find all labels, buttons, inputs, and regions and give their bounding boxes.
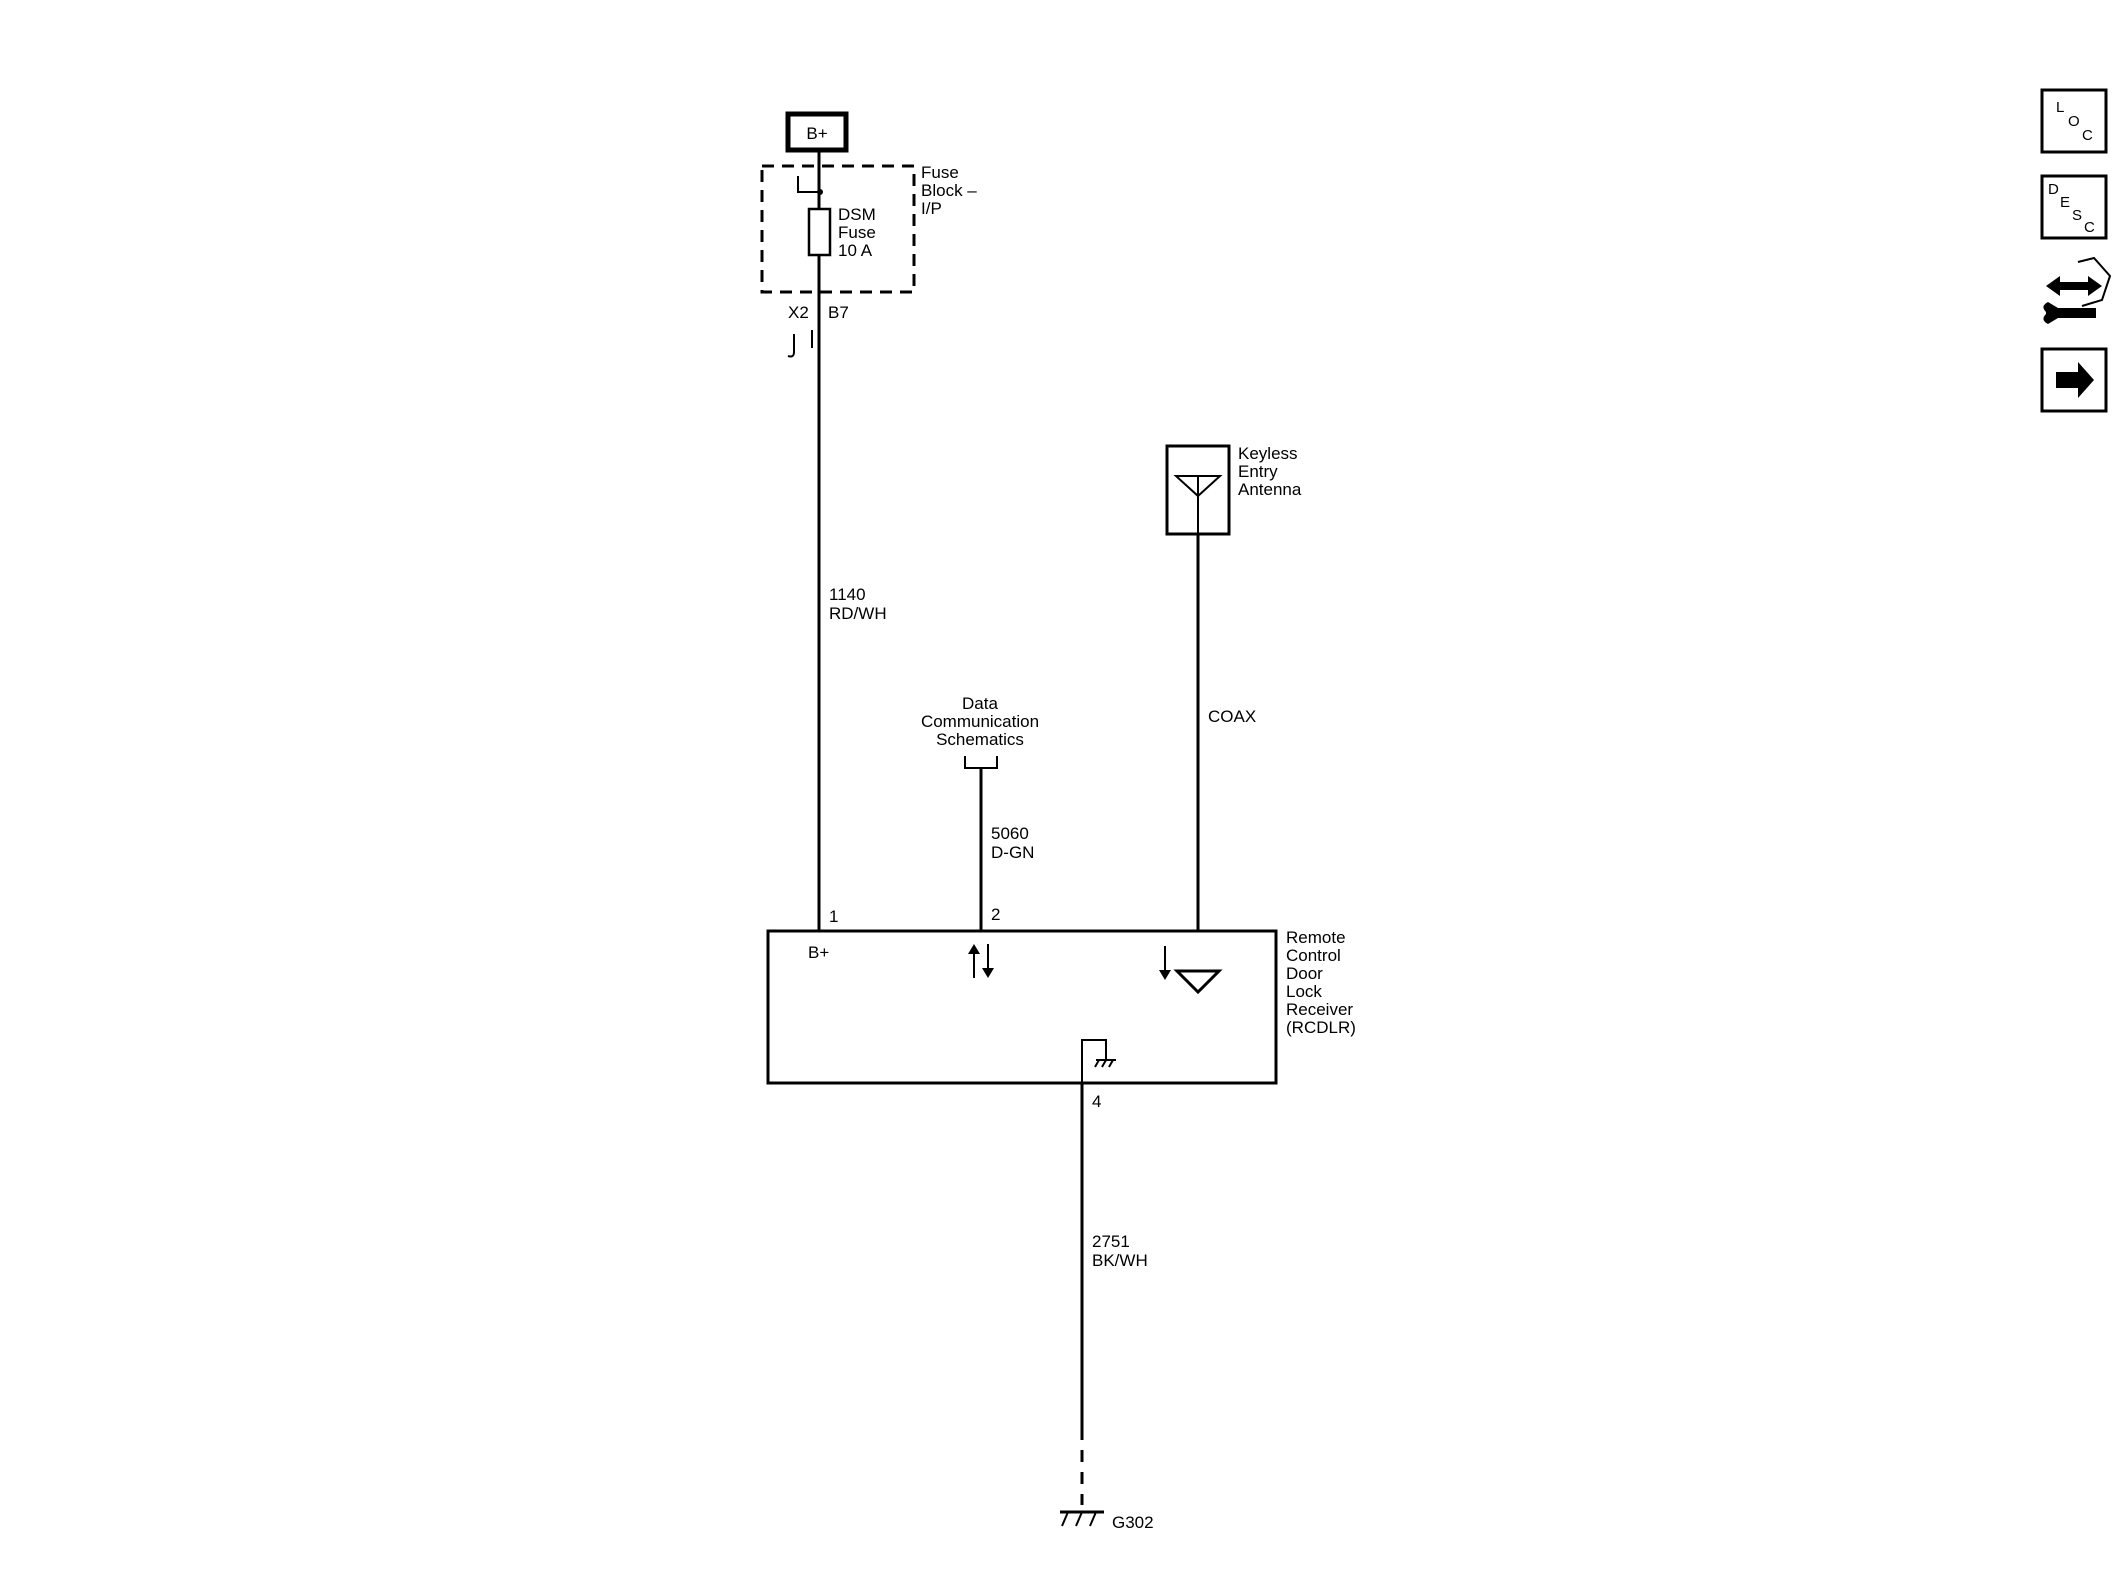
- receiver-label-line-4: Lock: [1286, 982, 1322, 1001]
- fuse-block-label-line-2: Block –: [921, 181, 977, 200]
- fuse-symbol: [807, 207, 832, 257]
- description-letter-s: S: [2072, 207, 2082, 224]
- description-letter-e: E: [2060, 194, 2070, 211]
- receiver-module: [766, 929, 1278, 1085]
- location-letter-o: O: [2068, 113, 2080, 130]
- power-source: B+: [785, 111, 849, 153]
- antenna-label-line-1: Keyless: [1238, 444, 1298, 463]
- data-link-line-1: Data: [962, 694, 998, 713]
- data-link-line-3: Schematics: [936, 730, 1024, 749]
- data-wire-color: D-GN: [991, 843, 1034, 862]
- antenna-input-icon: [1159, 946, 1223, 995]
- description-button[interactable]: D E S C: [2040, 174, 2108, 240]
- bidirectional-data-icon: [968, 944, 994, 978]
- fuse-block-label-line-1: Fuse: [921, 163, 959, 182]
- receiver-power-label: B+: [808, 943, 829, 962]
- fuse-label-line-3: 10 A: [838, 241, 873, 260]
- location-button[interactable]: L O C: [2040, 88, 2108, 154]
- receiver-pin-4: 4: [1092, 1092, 1101, 1111]
- receiver-label-line-6: (RCDLR): [1286, 1018, 1356, 1037]
- connector-pin-label: B7: [828, 303, 849, 322]
- next-button[interactable]: [2040, 347, 2108, 413]
- power-source-label: B+: [806, 124, 827, 143]
- coax-wire-label: COAX: [1208, 707, 1256, 726]
- ground-wire-color: BK/WH: [1092, 1251, 1148, 1270]
- description-letter-d: D: [2048, 181, 2059, 198]
- receiver-label-line-3: Door: [1286, 964, 1323, 983]
- internal-ground-icon: [1081, 1039, 1116, 1083]
- chassis-ground-icon: [1060, 1510, 1104, 1527]
- location-letter-l: L: [2056, 99, 2064, 116]
- power-wire-circuit: 1140: [829, 585, 866, 604]
- fuse-label-line-2: Fuse: [838, 223, 876, 242]
- connector-label: X2: [788, 303, 809, 322]
- receiver-label-line-5: Receiver: [1286, 1000, 1353, 1019]
- fuse-block-label-line-3: I/P: [921, 199, 942, 218]
- connector-symbol: [787, 330, 813, 358]
- fuse-block: DSM Fuse 10 A: [760, 164, 916, 294]
- location-letter-c: C: [2082, 127, 2093, 144]
- data-link-bracket: [964, 756, 998, 769]
- antenna-label-line-3: Antenna: [1238, 480, 1302, 499]
- arrow-right-icon: [2056, 362, 2094, 398]
- power-wire-color: RD/WH: [829, 604, 887, 623]
- keyless-entry-antenna: [1165, 444, 1231, 536]
- data-link-line-2: Communication: [921, 712, 1039, 731]
- receiver-label-line-2: Control: [1286, 946, 1341, 965]
- description-letter-c: C: [2084, 219, 2095, 236]
- data-wire-circuit: 5060: [991, 824, 1029, 843]
- ground-point-label: G302: [1112, 1513, 1154, 1532]
- fuse-label-line-1: DSM: [838, 205, 876, 224]
- antenna-label-line-2: Entry: [1238, 462, 1278, 481]
- receiver-label-line-1: Remote: [1286, 928, 1346, 947]
- connector-wrench-icon[interactable]: [2040, 256, 2112, 330]
- ground-wire-circuit: 2751: [1092, 1232, 1130, 1251]
- receiver-pin-1: 1: [829, 907, 838, 926]
- receiver-pin-2: 2: [991, 905, 1000, 924]
